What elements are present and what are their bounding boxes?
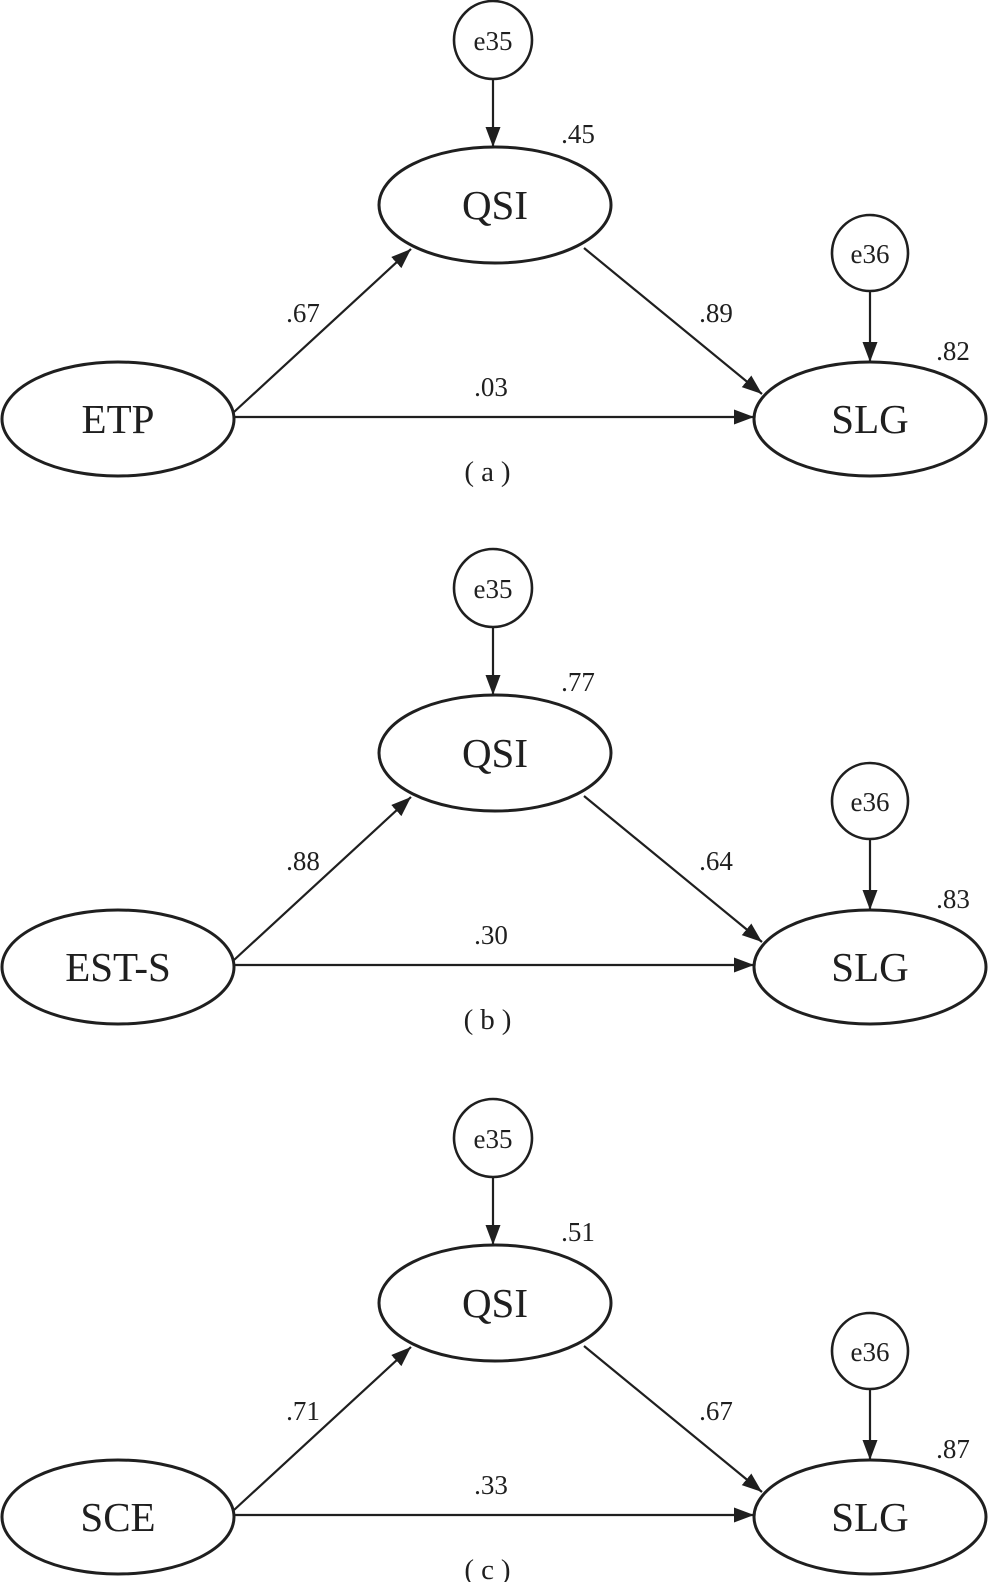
outcome-r2-label: .82 — [936, 336, 970, 366]
mediator-to-outcome-arrow — [583, 1345, 763, 1493]
predictor-to-mediator-coef: .71 — [286, 1396, 320, 1426]
e35-label: e35 — [474, 1124, 513, 1154]
panel-caption: (b) — [464, 1004, 519, 1036]
e36-label: e36 — [851, 1337, 890, 1367]
predictor-to-mediator-arrow — [233, 248, 412, 413]
mediator-to-outcome-arrow — [583, 795, 763, 943]
predictor-to-mediator-coef: .67 — [286, 298, 320, 328]
predictor-label: EST-S — [65, 944, 171, 990]
outcome-ellipse — [752, 908, 988, 1026]
predictor-to-mediator-arrow — [233, 796, 412, 961]
mediator-ellipse — [377, 145, 613, 265]
outcome-ellipse — [752, 1458, 988, 1576]
panel-a: e35 QSI .45 ETP e36 SLG .82 .67 .89 .03 … — [0, 0, 988, 488]
mediator-ellipse — [377, 693, 613, 813]
panel-b: e35 QSI .77 EST-S e36 SLG .83 .88 .64 .3… — [0, 547, 988, 1036]
mediator-to-outcome-coef: .67 — [699, 1396, 733, 1426]
mediator-r2-label: .45 — [561, 119, 595, 149]
predictor-to-mediator-coef: .88 — [286, 846, 320, 876]
outcome-label: SLG — [831, 944, 908, 990]
outcome-ellipse — [752, 360, 988, 478]
e36-label: e36 — [851, 787, 890, 817]
outcome-r2-label: .87 — [936, 1434, 970, 1464]
mediator-to-outcome-arrow — [583, 247, 763, 395]
predictor-to-outcome-coef: .30 — [474, 920, 508, 950]
outcome-r2-label: .83 — [936, 884, 970, 914]
mediator-to-outcome-coef: .64 — [699, 846, 733, 876]
mediator-to-outcome-coef: .89 — [699, 298, 733, 328]
predictor-to-outcome-coef: .03 — [474, 372, 508, 402]
mediator-label: QSI — [462, 1280, 528, 1326]
predictor-label: ETP — [82, 396, 155, 442]
e35-label: e35 — [474, 26, 513, 56]
panel-c: e35 QSI .51 SCE e36 SLG .87 .71 .67 .33 … — [0, 1097, 988, 1582]
panel-caption: (c) — [464, 1554, 517, 1582]
outcome-label: SLG — [831, 396, 908, 442]
mediator-label: QSI — [462, 182, 528, 228]
mediator-r2-label: .51 — [561, 1217, 595, 1247]
predictor-label: SCE — [80, 1494, 155, 1540]
mediator-r2-label: .77 — [561, 667, 595, 697]
e35-label: e35 — [474, 574, 513, 604]
mediator-ellipse — [377, 1243, 613, 1363]
mediator-label: QSI — [462, 730, 528, 776]
outcome-label: SLG — [831, 1494, 908, 1540]
predictor-ellipse — [0, 908, 236, 1026]
panel-caption: (a) — [464, 456, 517, 488]
predictor-ellipse — [0, 1458, 236, 1576]
predictor-ellipse — [0, 360, 236, 478]
predictor-to-mediator-arrow — [233, 1346, 412, 1511]
e36-label: e36 — [851, 239, 890, 269]
predictor-to-outcome-coef: .33 — [474, 1470, 508, 1500]
